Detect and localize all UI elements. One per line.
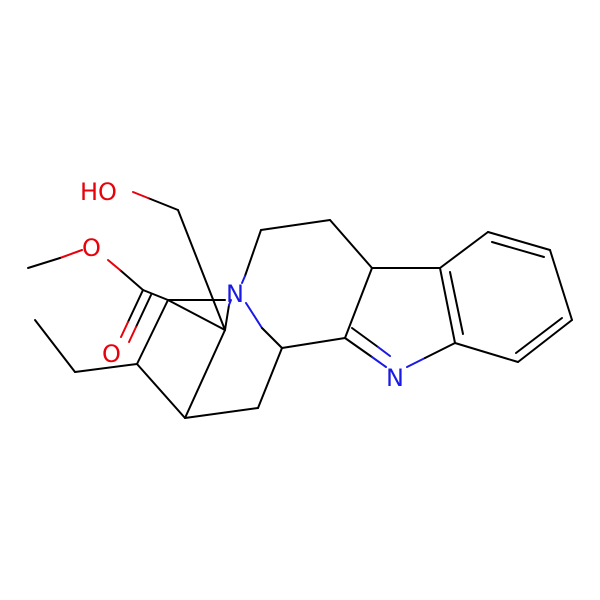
bond-imine-n-2 bbox=[377, 346, 391, 357]
bond-5ring-1 bbox=[344, 267, 373, 339]
bond-benz-4 bbox=[517, 319, 573, 363]
atom-imine-nitrogen: N bbox=[386, 364, 404, 392]
bond-c-ring-4 bbox=[184, 329, 226, 419]
bond-benz-1 bbox=[439, 231, 489, 269]
bond-carbonyl-1 bbox=[127, 289, 144, 323]
bond-ch2oh-2 bbox=[147, 197, 179, 211]
bond-c-ring-1 bbox=[136, 363, 186, 419]
bond-ester-o-me bbox=[59, 249, 83, 259]
bond-ch2oh-1 bbox=[177, 209, 226, 331]
bond-benz-5 bbox=[454, 342, 519, 363]
bond-ester-c-core bbox=[142, 289, 169, 301]
bond-ch2-ch2 bbox=[260, 219, 331, 231]
atom-hydroxyl: HO bbox=[80, 178, 117, 206]
bond-benz-2b bbox=[491, 241, 545, 258]
bond-c-ring-2 bbox=[184, 407, 259, 419]
bond-imine-c-2 bbox=[351, 327, 379, 348]
bond-imine-c bbox=[344, 337, 373, 358]
bond-c-ring-6 bbox=[167, 299, 226, 331]
bond-ester-o-seg bbox=[107, 259, 121, 271]
bond-c-ring-5 bbox=[136, 299, 169, 365]
bond-carbonyl-2 bbox=[135, 294, 152, 328]
bond-n-ch2-up-n bbox=[241, 275, 246, 284]
bond-n-c-bridge bbox=[224, 304, 230, 331]
bond-methyl bbox=[27, 257, 61, 269]
bond-benz-4b bbox=[515, 317, 563, 354]
atom-ester-oxygen: O bbox=[82, 234, 101, 262]
bond-5ring-2 bbox=[281, 337, 346, 349]
bond-ethyl-ch3-ch2 bbox=[34, 319, 76, 373]
bond-benz-6b bbox=[449, 271, 464, 335]
atom-amine-nitrogen: N bbox=[226, 280, 244, 308]
atom-carbonyl-oxygen: O bbox=[102, 340, 121, 368]
bond-n-cring bbox=[261, 327, 283, 349]
bond-n-aryl bbox=[424, 342, 456, 359]
bond-n-aryl-n bbox=[406, 357, 426, 368]
bond-imine-n bbox=[371, 356, 387, 368]
bond-carbonyl-o-2 bbox=[128, 326, 137, 343]
bond-n-cring-n bbox=[245, 302, 263, 329]
bond-n-ch2-up bbox=[244, 229, 262, 277]
bond-benz-3 bbox=[549, 249, 573, 321]
bond-n-c-bridge-n bbox=[228, 299, 232, 306]
bond-ch2-junction bbox=[329, 219, 373, 269]
bond-benz-2 bbox=[487, 231, 551, 251]
bond-ethyl-ch2-ring bbox=[74, 363, 138, 373]
bond-ester-c-o1 bbox=[119, 269, 144, 291]
bond-carbonyl-o-1 bbox=[120, 321, 129, 338]
bond-benz-6 bbox=[439, 267, 456, 344]
bond-ch2oh-o bbox=[132, 191, 149, 199]
bond-c-ring-3 bbox=[257, 347, 283, 409]
